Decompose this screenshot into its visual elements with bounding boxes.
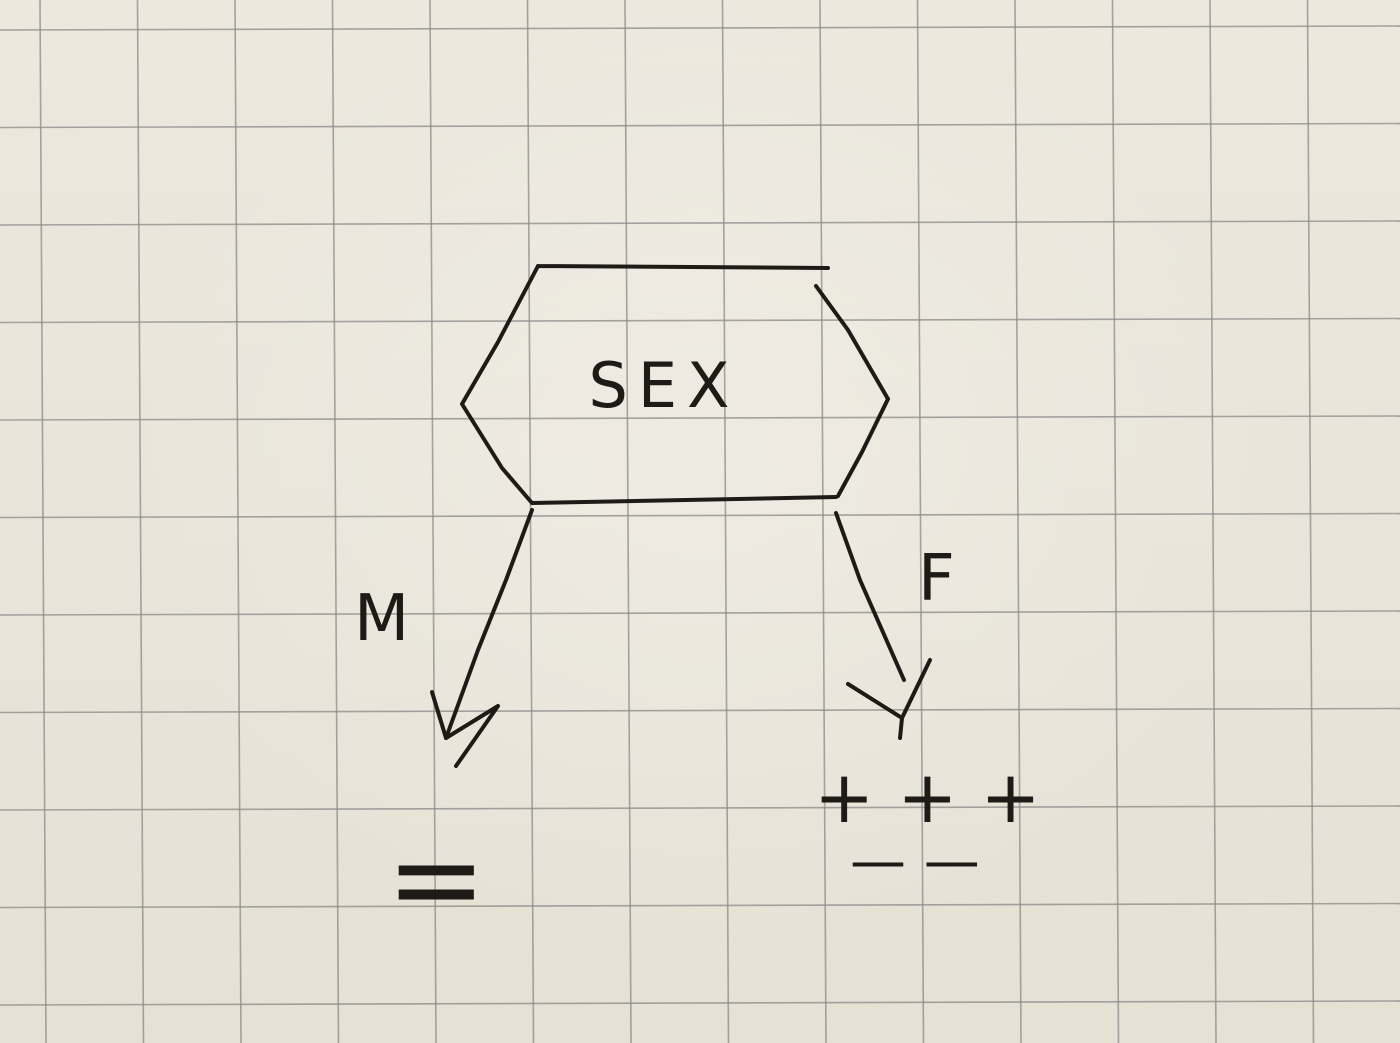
branch-m-outcome: = (386, 810, 487, 949)
decision-node: SEX (460, 264, 890, 505)
grid-line-horizontal (0, 902, 1400, 909)
branch-m-arrowhead (430, 690, 500, 768)
grid-line-vertical (429, 0, 437, 1043)
grid-line-horizontal (0, 1000, 1400, 1006)
branch-m-label: M (354, 582, 409, 656)
decision-node-label: SEX (588, 349, 739, 422)
branch-f-outcome: + + + (814, 755, 1041, 839)
grid-line-vertical (1209, 0, 1217, 1043)
grid-line-vertical (234, 0, 242, 1043)
grid-line-horizontal (0, 415, 1400, 421)
grid-line-vertical (721, 0, 730, 1043)
grid-line-horizontal (0, 512, 1400, 519)
branch-m-arrow-line (444, 508, 534, 740)
branch-f-arrow-line (834, 511, 906, 682)
branch-f-label: F (918, 542, 955, 616)
grid-line-horizontal (0, 122, 1400, 129)
grid-line-vertical (1111, 0, 1120, 1043)
branch-f-outcome-sub: — — (850, 829, 980, 894)
grid-line-vertical (526, 0, 535, 1043)
decision-node-hexagon (460, 264, 890, 505)
grid-line-horizontal (0, 707, 1400, 714)
grid-line-vertical (916, 0, 925, 1043)
grid-line-horizontal (0, 220, 1400, 226)
grid-line-vertical (1306, 0, 1315, 1043)
branch-m: M = (354, 508, 534, 949)
grid-line-vertical (39, 0, 47, 1043)
grid-line-horizontal (0, 805, 1400, 811)
grid-line-vertical (819, 0, 827, 1043)
grid-line-vertical (1014, 0, 1022, 1043)
grid-line-horizontal (0, 25, 1400, 31)
grid-line-vertical (331, 0, 340, 1043)
grid-line-horizontal (0, 610, 1400, 616)
branch-f-arrowhead (846, 658, 932, 740)
grid-line-vertical (136, 0, 145, 1043)
grid-line-vertical (624, 0, 632, 1043)
grid-line-horizontal (0, 317, 1400, 324)
branch-f: F + + + — — (814, 511, 1041, 894)
